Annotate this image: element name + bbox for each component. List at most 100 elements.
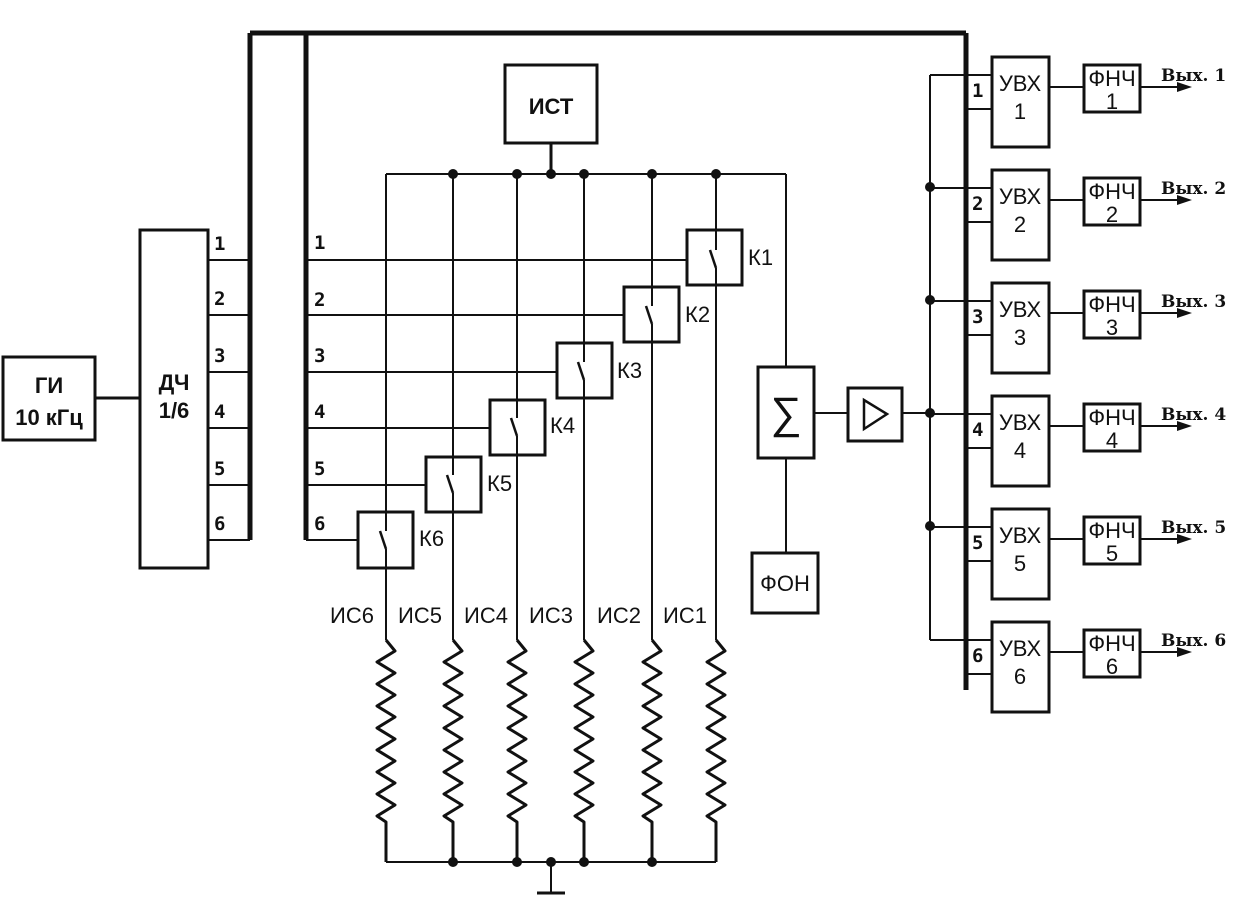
divider-output-label: 4 [214,401,225,423]
summator-symbol: ∑ [770,389,801,438]
switch-control-lines [306,259,687,541]
summator-block: ∑ [756,365,816,460]
lpf-number: 5 [1106,541,1118,566]
generator-name: ГИ [35,373,63,398]
sensor-labels: ИС6 ИС5 ИС4 ИС3 ИС2 ИС1 [330,603,707,628]
sensor-coil [375,639,397,862]
switch-k5: К5 [424,455,512,514]
sample-hold-label: УВХ [999,523,1042,548]
generator-frequency: 10 кГц [15,405,83,430]
sensor-label: ИС3 [529,603,573,628]
amplifier-block [846,386,904,443]
background-source-label: ФОН [760,571,810,596]
sensor-coil [641,639,663,862]
lpf-label: ФНЧ [1088,66,1135,91]
lpf-number: 3 [1106,315,1118,340]
output-arrow-icon [1177,647,1192,657]
lpf-number: 4 [1106,428,1118,453]
lpf-label: ФНЧ [1088,405,1135,430]
output-arrow-icon [1177,534,1192,544]
sensor-coil [506,639,528,862]
channel-input-label: 1 [972,80,983,102]
output-label: Вых. 3 [1161,292,1226,312]
lpf-number: 2 [1106,202,1118,227]
sensor-label: ИС5 [398,603,442,628]
sample-hold-number: 1 [1014,99,1026,124]
sample-hold-label: УВХ [999,410,1042,435]
switch-label: К4 [550,413,575,438]
sensor-coils [375,639,727,862]
bus-label: 5 [314,458,325,480]
sample-hold-label: УВХ [999,184,1042,209]
generator-block: ГИ 10 кГц [1,355,97,442]
lpf-label: ФНЧ [1088,518,1135,543]
lpf-label: ФНЧ [1088,631,1135,656]
output-arrow-icon [1177,82,1192,92]
bus-label: 1 [314,232,325,254]
switch-label: К5 [487,471,512,496]
bus-label: 3 [314,345,325,367]
divider-block: ДЧ 1/6 [138,228,210,570]
lpf-number: 1 [1106,89,1118,114]
lpf-number: 6 [1106,654,1118,679]
divider-name: ДЧ [159,370,190,395]
sensor-label: ИС6 [330,603,374,628]
divider-output-label: 2 [214,288,225,310]
bus-label: 6 [314,513,325,535]
background-source-block: ФОН [750,551,820,615]
output-arrow-icon [1177,421,1192,431]
switch-label: К2 [685,302,710,327]
sensor-label: ИС2 [597,603,641,628]
output-arrow-icon [1177,195,1192,205]
divider-output-label: 5 [214,458,225,480]
divider-ratio: 1/6 [159,398,190,423]
bus-labels: 1 2 3 4 5 6 [314,232,325,535]
output-arrow-icon [1177,308,1192,318]
sample-hold-number: 4 [1014,438,1026,463]
divider-output-label: 3 [214,345,225,367]
amplifier-triangle-icon [862,397,890,432]
output-label: Вых. 2 [1161,179,1226,199]
sensor-label: ИС4 [464,603,508,628]
switch-k4: К4 [488,398,575,457]
sensor-label: ИС1 [663,603,707,628]
switch-k6: К6 [356,510,444,570]
sample-hold-label: УВХ [999,71,1042,96]
channel-input-label: 4 [972,419,983,441]
sample-hold-number: 6 [1014,664,1026,689]
bus-label: 4 [314,401,325,423]
switch-k1: К1 [685,228,773,287]
output-label: Вых. 5 [1161,518,1226,538]
control-bus [247,30,969,690]
switch-k2: К2 [622,285,710,344]
ground-rail-junctions [448,857,657,867]
sensor-coil [705,639,727,862]
channel-input-label: 5 [972,532,983,554]
output-label: Вых. 1 [1161,66,1226,86]
divider-output-label: 6 [214,513,225,535]
current-source-block: ИСТ [503,63,599,145]
sample-hold-label: УВХ [999,297,1042,322]
lpf-label: ФНЧ [1088,292,1135,317]
output-label: Вых. 4 [1161,405,1226,425]
channel-input-label: 6 [972,645,983,667]
switch-k3: К3 [555,341,642,400]
switch-label: К6 [419,526,444,551]
divider-outputs: 1 2 3 4 5 6 [208,233,250,541]
sensor-coil [442,639,464,862]
sample-hold-number: 3 [1014,325,1026,350]
switch-label: К1 [748,245,773,270]
channel-input-label: 2 [972,193,983,215]
ground-symbol [537,862,565,895]
channel-input-label: 3 [972,306,983,328]
sensor-coil [573,639,595,862]
current-source-label: ИСТ [529,94,574,119]
